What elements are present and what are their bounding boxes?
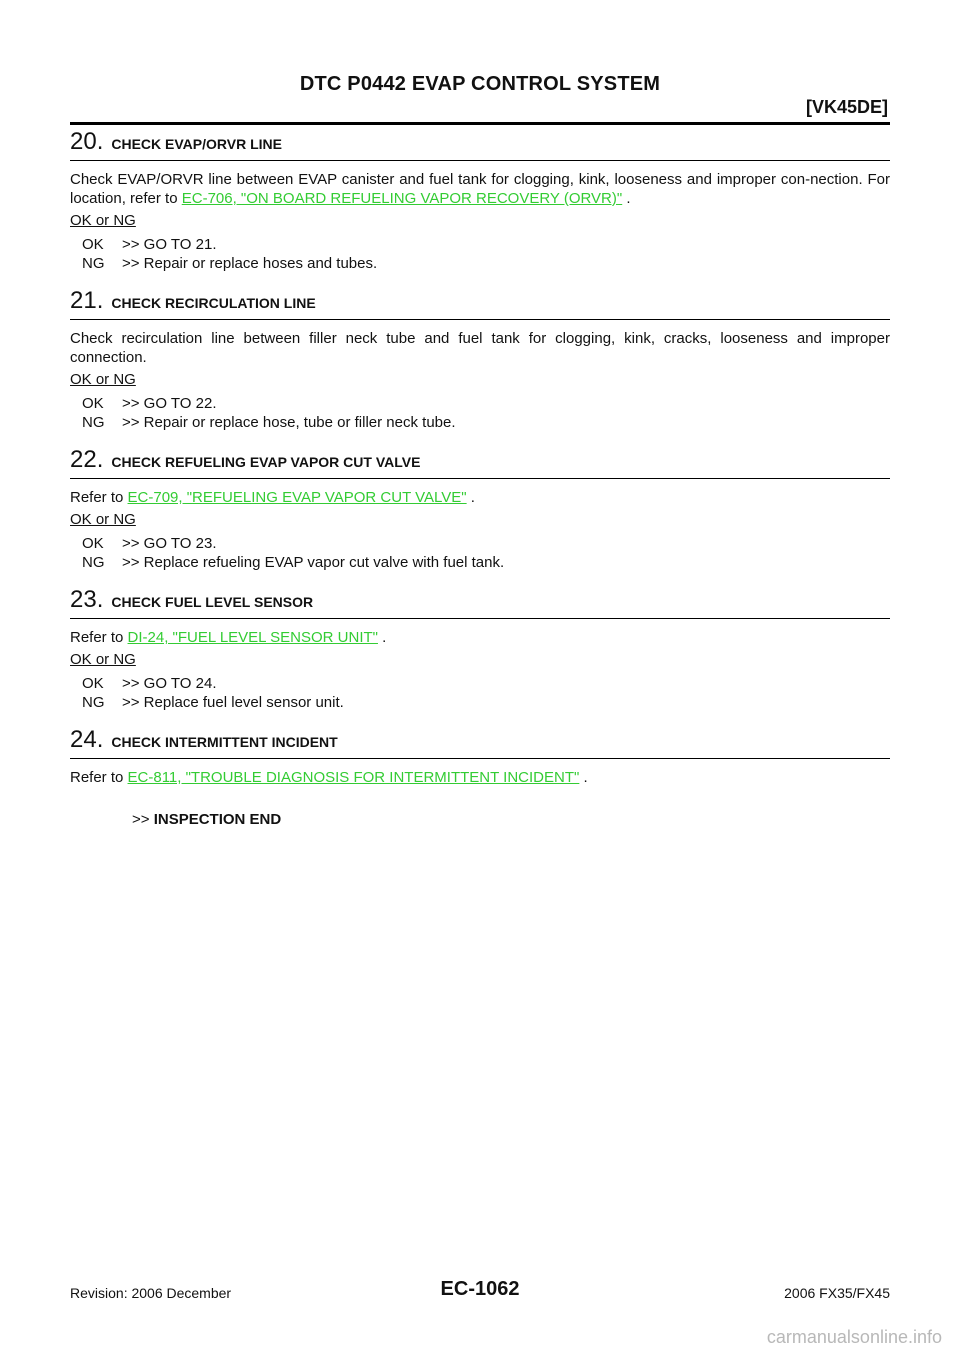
outcome-code: OK [82,395,104,412]
outcomes: OK >> GO TO 23. NG >> Replace refueling EV… [70,534,890,572]
reference-link[interactable]: DI-24, "FUEL LEVEL SENSOR UNIT" [127,629,378,646]
outcome-text: >> GO TO 21. [122,236,217,253]
step-body: Check EVAP/ORVR line between EVAP canist… [70,170,890,208]
body-text-end: . [466,489,475,506]
step-heading: 24. CHECK INTERMITTENT INCIDENT [70,726,890,759]
reference-link[interactable]: EC-709, "REFUELING EVAP VAPOR CUT VALVE" [127,489,467,506]
step-body: Refer to EC-811, "TROUBLE DIAGNOSIS FOR … [70,768,890,787]
ok-or-ng-label: OK or NG [70,371,136,388]
outcomes: OK >> GO TO 22. NG >> Repair or replace ho… [70,394,890,432]
step-body: Check recirculation line between filler … [70,329,890,367]
outcome-ok: OK >> GO TO 22. [82,394,890,413]
reference-link[interactable]: EC-706, "ON BOARD REFUELING VAPOR RECOVE… [181,190,623,207]
step-number: 23. [70,586,104,613]
outcomes: OK >> GO TO 21. NG >> Repair or replace ho… [70,235,890,273]
watermark: carmanualsonline.info [766,1327,942,1347]
step-body: Refer to DI-24, "FUEL LEVEL SENSOR UNIT"… [70,628,890,647]
outcome-code: OK [82,535,104,552]
outcome-text: >> GO TO 24. [122,675,217,692]
outcome-text: >> Repair or replace hose, tube or fille… [122,414,456,431]
outcome-ok: OK >> GO TO 21. [82,235,890,254]
end-arrow: >> [132,811,150,828]
step-23: 23. CHECK FUEL LEVEL SENSOR Refer to DI-… [70,586,890,712]
body-text-end: . [622,190,631,207]
body-text-end: . [579,769,588,786]
outcome-ng: NG >> Replace refueling EVAP vapor cut va… [82,553,890,572]
step-number: 22. [70,446,104,473]
outcome-ok: OK >> GO TO 23. [82,534,890,553]
content: 20. CHECK EVAP/ORVR LINE Check EVAP/ORVR… [70,128,890,828]
header-rule [70,122,890,125]
outcome-code: OK [82,675,104,692]
outcome-text: >> GO TO 22. [122,395,217,412]
reference-link[interactable]: EC-811, "TROUBLE DIAGNOSIS FOR INTERMITT… [127,769,580,786]
outcome-code: NG [82,414,105,431]
outcome-text: >> Repair or replace hoses and tubes. [122,255,378,272]
step-number: 21. [70,287,104,314]
outcome-text: >> Replace fuel level sensor unit. [122,694,344,711]
outcome-code: OK [82,236,104,253]
step-24: 24. CHECK INTERMITTENT INCIDENT Refer to… [70,726,890,828]
ok-or-ng-label: OK or NG [70,511,136,528]
step-heading: 21. CHECK RECIRCULATION LINE [70,287,890,320]
step-body: Refer to EC-709, "REFUELING EVAP VAPOR C… [70,488,890,507]
outcome-text: >> Replace refueling EVAP vapor cut valv… [122,554,505,571]
step-21: 21. CHECK RECIRCULATION LINE Check recir… [70,287,890,432]
body-text: Check recirculation line between filler … [70,330,890,366]
step-title: CHECK EVAP/ORVR LINE [111,136,282,152]
body-text: Check EVAP/ORVR line between EVAP canist… [70,171,890,207]
engine-code: [VK45DE] [805,97,888,117]
step-heading: 20. CHECK EVAP/ORVR LINE [70,128,890,161]
ok-or-ng-label: OK or NG [70,212,136,229]
outcome-text: >> GO TO 23. [122,535,217,552]
step-number: 24. [70,726,104,753]
page-title: DTC P0442 EVAP CONTROL SYSTEM [299,73,661,95]
ok-or-ng-label: OK or NG [70,651,136,668]
outcome-ng: NG >> Replace fuel level sensor unit. [82,693,890,712]
footer-revision: Revision: 2006 December [70,1285,232,1301]
footer-model: 2006 FX35/FX45 [784,1285,890,1301]
step-number: 20. [70,128,104,155]
body-text: Refer to [70,629,128,646]
step-20: 20. CHECK EVAP/ORVR LINE Check EVAP/ORVR… [70,128,890,273]
outcome-ng: NG >> Repair or replace hose, tube or fil… [82,413,890,432]
outcome-ok: OK >> GO TO 24. [82,674,890,693]
body-text: Refer to [70,769,128,786]
footer-page-number: EC-1062 [440,1278,520,1300]
outcome-code: NG [82,694,105,711]
outcome-code: NG [82,554,105,571]
body-text: Refer to [70,489,128,506]
step-title: CHECK REFUELING EVAP VAPOR CUT VALVE [111,454,421,470]
outcome-ng: NG >> Repair or replace hoses and tubes. [82,254,890,273]
step-22: 22. CHECK REFUELING EVAP VAPOR CUT VALVE… [70,446,890,572]
step-title: CHECK FUEL LEVEL SENSOR [111,594,314,610]
end-label: INSPECTION END [153,811,282,828]
step-heading: 23. CHECK FUEL LEVEL SENSOR [70,586,890,619]
step-title: CHECK RECIRCULATION LINE [111,295,316,311]
outcomes: OK >> GO TO 24. NG >> Replace fuel level s… [70,674,890,712]
step-title: CHECK INTERMITTENT INCIDENT [111,734,338,750]
step-heading: 22. CHECK REFUELING EVAP VAPOR CUT VALVE [70,446,890,479]
inspection-end: >> INSPECTION END [70,811,890,828]
body-text-end: . [377,629,387,646]
outcome-code: NG [82,255,105,272]
